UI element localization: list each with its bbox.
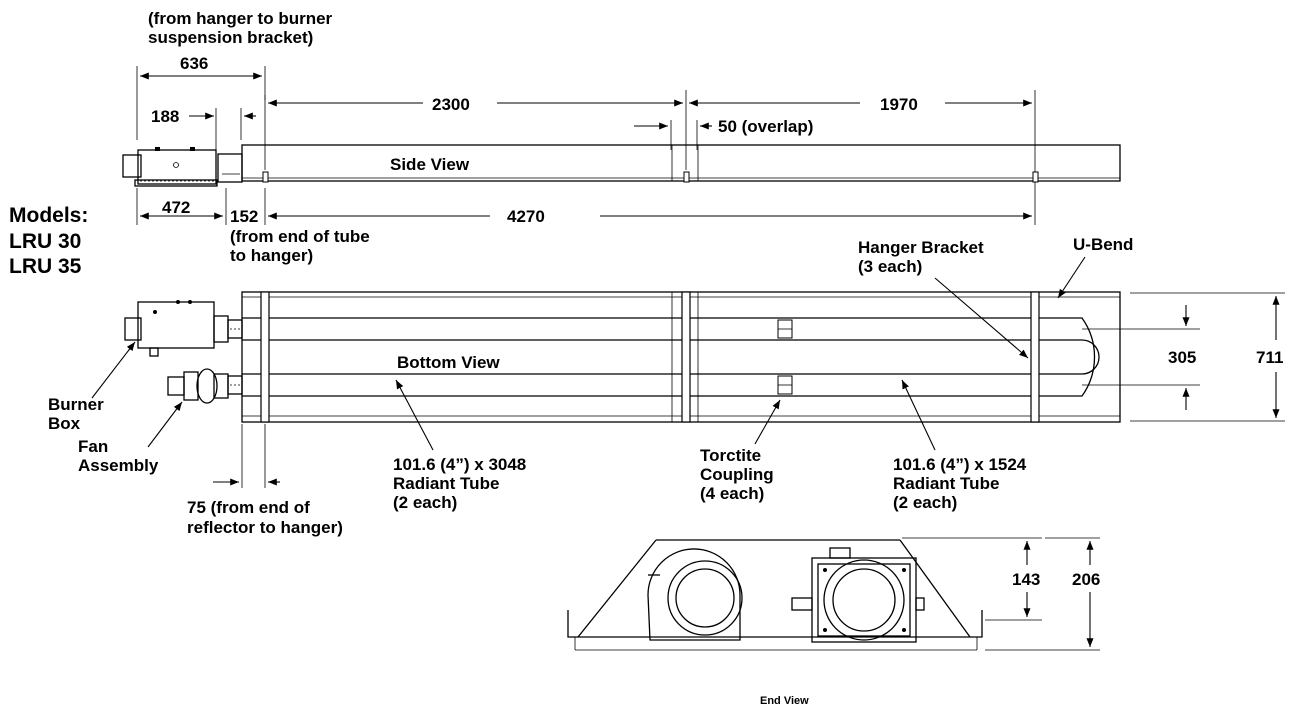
tube-1524-label-line2: Radiant Tube — [893, 474, 999, 493]
side-view: (from hanger to burner suspension bracke… — [122, 9, 1121, 265]
dim-label-75-line2: reflector to hanger) — [187, 518, 343, 537]
tube-1524-label-line1: 101.6 (4”) x 1524 — [893, 455, 1027, 474]
bottom-view: Bottom View Hanger Bracket (3 each) U-Be… — [48, 235, 1285, 537]
models-heading: Models: — [9, 204, 88, 227]
end-reflector-side — [899, 539, 971, 638]
hanger-bracket — [260, 291, 270, 423]
hanger-side — [262, 171, 269, 183]
leader-u-bend — [1057, 256, 1086, 299]
dim-label-711: 711 — [1256, 348, 1283, 367]
side-reflector — [241, 144, 1121, 182]
leader-coupling — [754, 399, 781, 445]
dim-label-2300: 2300 — [432, 95, 470, 114]
dim-label-636: 636 — [180, 54, 208, 73]
fan-housing-end — [647, 548, 743, 641]
u-bend — [1050, 317, 1096, 397]
models-list: Models: LRU 30 LRU 35 — [9, 204, 88, 278]
dim-label-1970: 1970 — [880, 95, 918, 114]
model-item: LRU 35 — [9, 255, 82, 278]
leader-fan-assembly — [147, 401, 183, 448]
hanger-bracket-label-line2: (3 each) — [858, 257, 922, 276]
model-item: LRU 30 — [9, 230, 81, 253]
burner-box-side — [122, 147, 243, 187]
burner-box-end — [791, 547, 925, 643]
coupling-label-line1: Torctite — [700, 446, 761, 465]
dim-label-472: 472 — [162, 198, 190, 217]
hanger-side — [1032, 171, 1039, 183]
bottom-view-title: Bottom View — [397, 353, 500, 372]
tube-3048-label-line3: (2 each) — [393, 493, 457, 512]
dim-label-143: 143 — [1012, 570, 1040, 589]
note-hanger-to-bracket-line1: (from hanger to burner — [148, 9, 333, 28]
fan-assembly-label-line2: Assembly — [78, 456, 159, 475]
note-end-of-tube-line1: (from end of tube — [230, 227, 370, 246]
tube-1524-label-line3: (2 each) — [893, 493, 957, 512]
dim-label-152: 152 — [230, 207, 258, 226]
end-view: 143 206 End View — [567, 537, 1100, 707]
tube-3048-label-line1: 101.6 (4”) x 3048 — [393, 455, 526, 474]
end-reflector-side — [577, 539, 657, 638]
dim-label-4270: 4270 — [507, 207, 545, 226]
coupling-label-line2: Coupling — [700, 465, 774, 484]
note-end-of-tube-line2: to hanger) — [230, 246, 313, 265]
end-view-title: End View — [760, 695, 809, 707]
burner-box-label-line1: Burner — [48, 395, 104, 414]
leader-burner-box — [91, 341, 136, 399]
burner-box-bottom — [124, 300, 243, 357]
dim-label-50-overlap: 50 (overlap) — [718, 117, 813, 136]
leader-tube-3048 — [395, 379, 434, 451]
hanger-bracket — [681, 291, 691, 423]
hanger-side — [683, 171, 690, 183]
note-hanger-to-bracket-line2: suspension bracket) — [148, 28, 313, 47]
dim-label-305: 305 — [1168, 348, 1196, 367]
fan-assembly-bottom — [167, 368, 243, 404]
coupling-label-line3: (4 each) — [700, 484, 764, 503]
side-view-title: Side View — [390, 155, 470, 174]
u-bend-inner — [1050, 339, 1100, 375]
burner-box-label-line2: Box — [48, 414, 81, 433]
u-bend-label: U-Bend — [1073, 235, 1133, 254]
leader-tube-1524 — [901, 379, 936, 451]
fan-assembly-label-line1: Fan — [78, 437, 108, 456]
tube-3048-label-line2: Radiant Tube — [393, 474, 499, 493]
bottom-reflector — [241, 291, 1121, 423]
dim-label-206: 206 — [1072, 570, 1100, 589]
leader-hanger-bracket — [934, 277, 1029, 359]
dim-label-188: 188 — [151, 107, 179, 126]
hanger-bracket-label-line1: Hanger Bracket — [858, 238, 984, 257]
hanger-bracket — [1030, 291, 1040, 423]
end-reflector-base — [567, 610, 983, 638]
dim-label-75-line1: 75 (from end of — [187, 498, 310, 517]
